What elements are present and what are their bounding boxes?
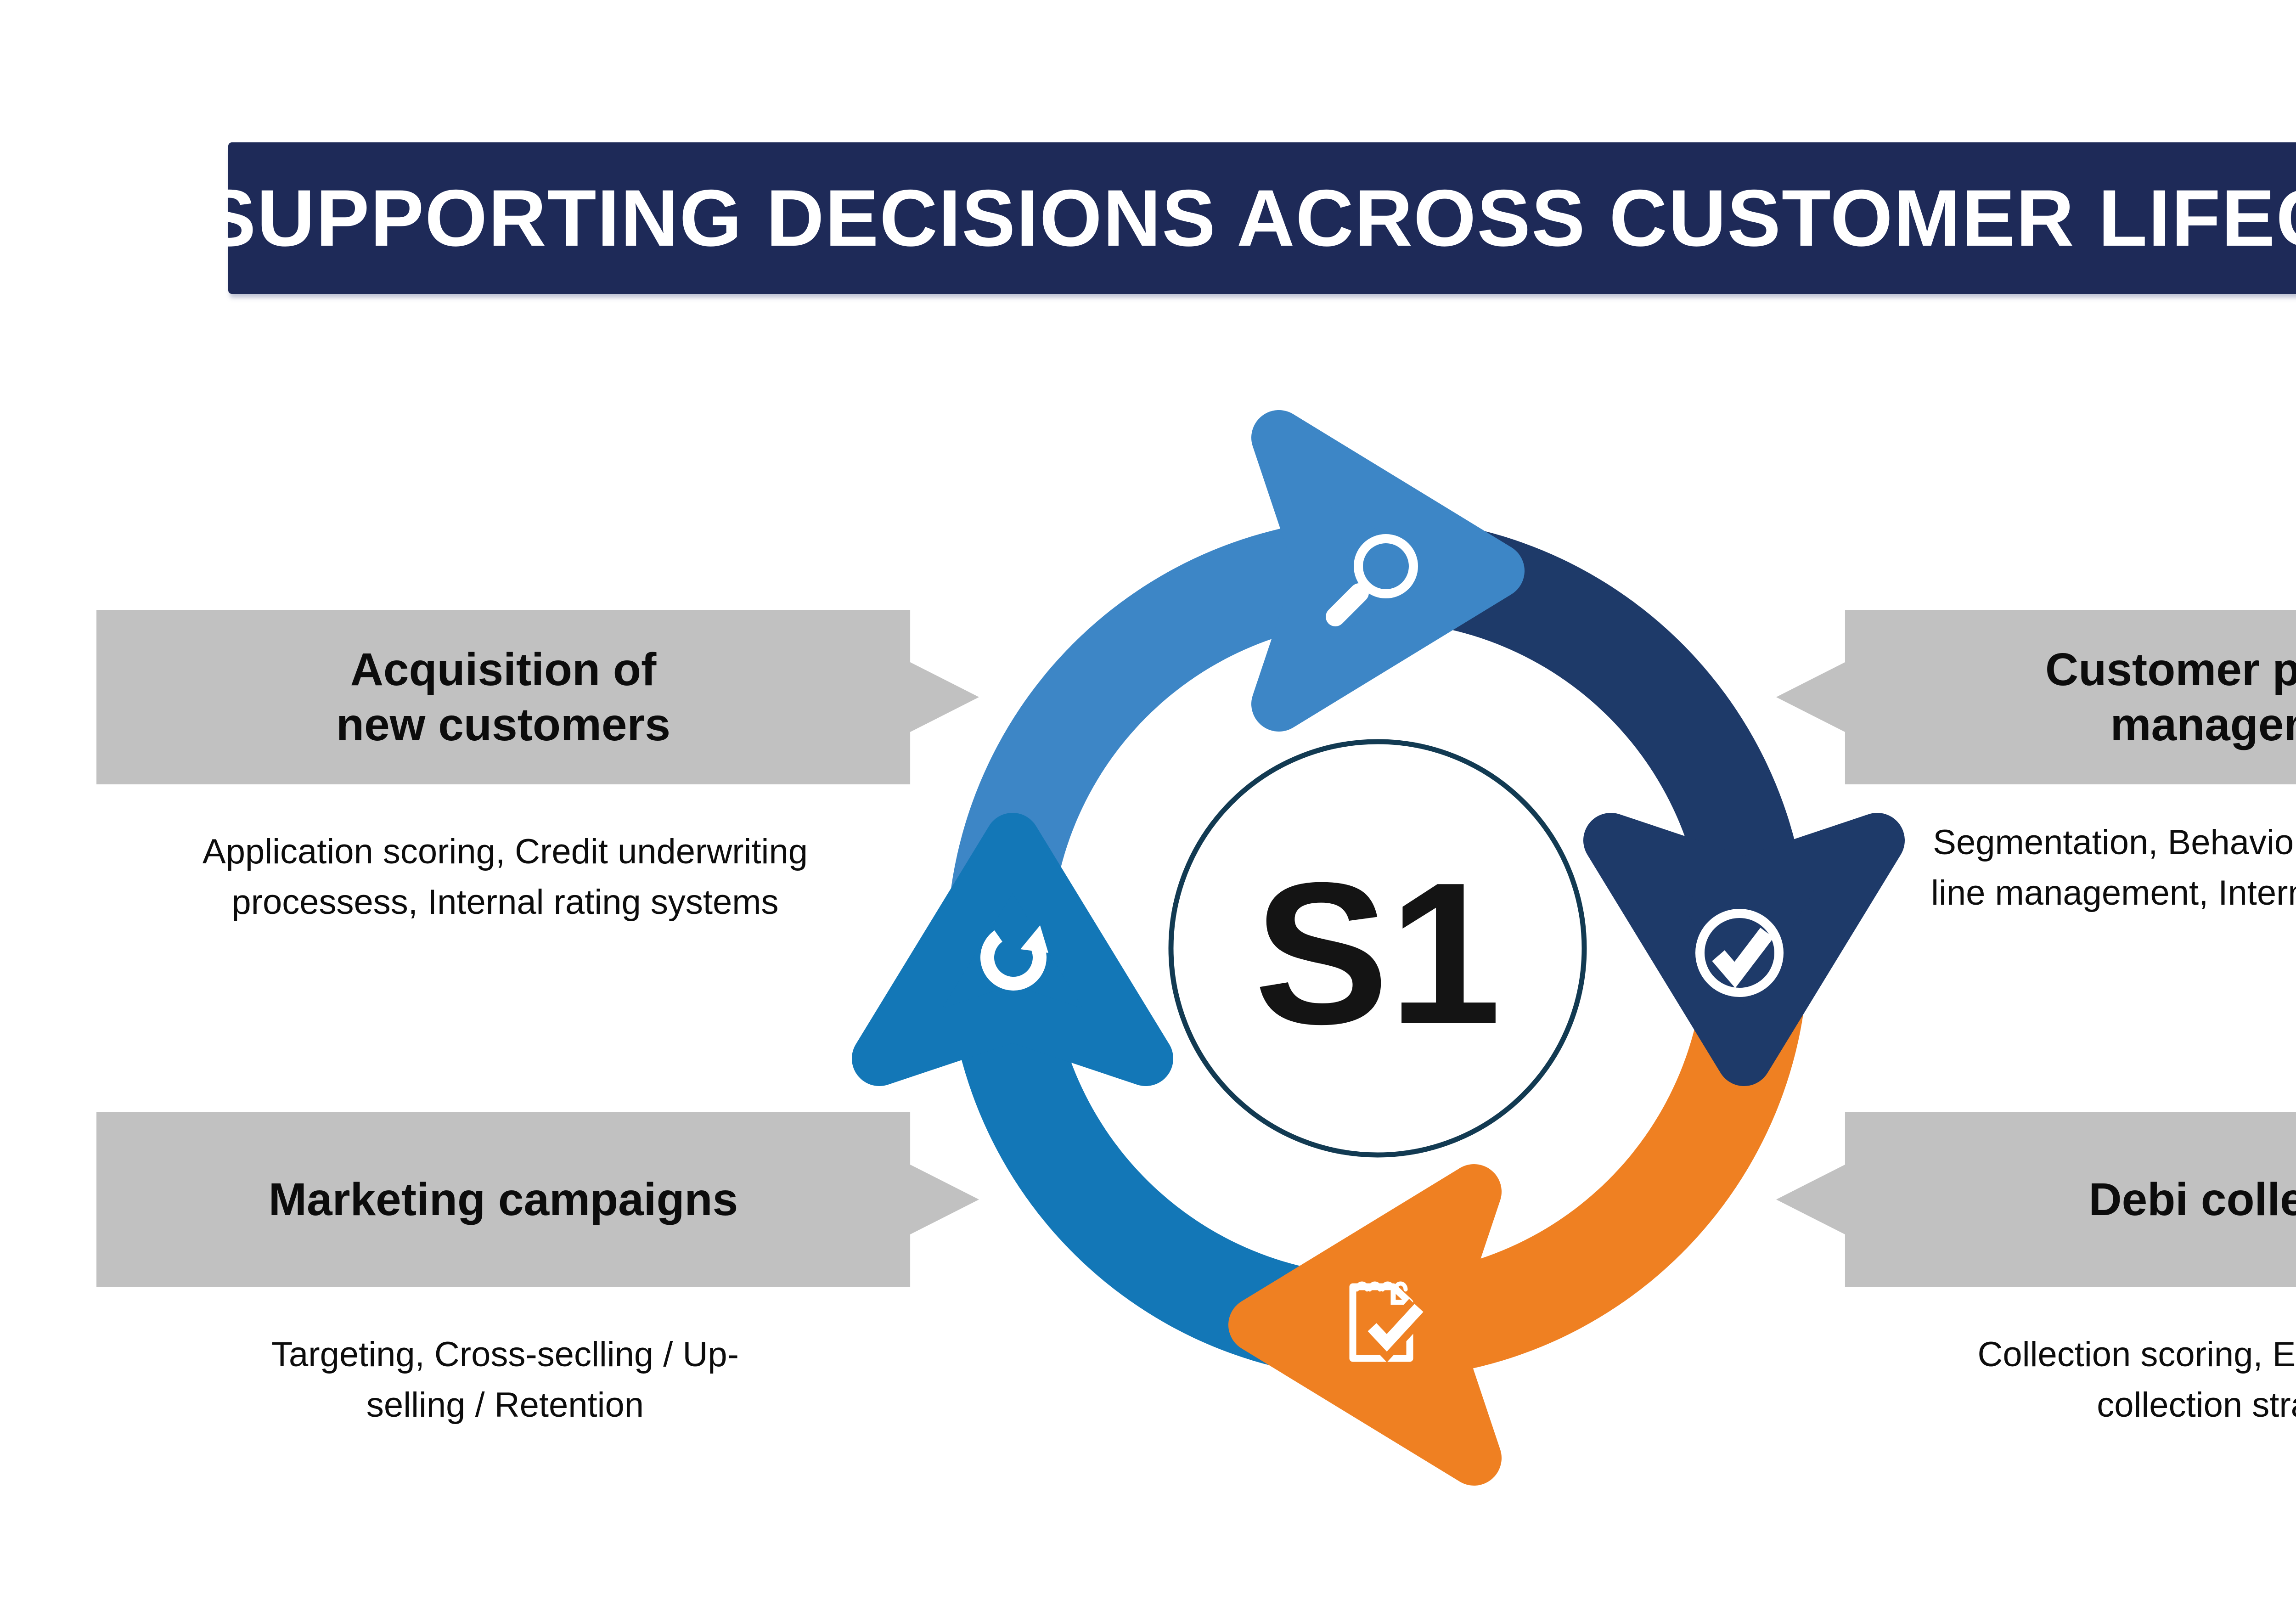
arrow-left-up-icon	[852, 813, 1173, 1086]
callout-acquisition-title: Acquisition of new customers	[336, 644, 671, 750]
segment-portfolio-arc	[1378, 518, 1808, 948]
callout-portfolio: Customer portfolio management	[1776, 610, 2296, 784]
callout-marketing-title: Marketing campaigns	[268, 1174, 738, 1225]
callout-portfolio-title: Customer portfolio management	[2045, 644, 2296, 750]
debt-collection-description: Collection scoring, Early / mid / late c…	[1977, 1335, 2296, 1425]
refresh-icon	[980, 925, 1048, 991]
check-circle-icon	[1695, 909, 1784, 997]
callout-acquisition: Acquisition of new customers	[96, 610, 979, 784]
arrow-top-right-icon	[1251, 410, 1525, 732]
title-banner: SUPPORTING DECISIONS ACROSS CUSTOMER LIF…	[203, 142, 2296, 294]
page-title: SUPPORTING DECISIONS ACROSS CUSTOMER LIF…	[202, 173, 2296, 263]
center-label: S1	[1254, 841, 1501, 1066]
arrow-bottom-left-icon	[1228, 1164, 1502, 1486]
magnifier-icon	[1326, 534, 1418, 626]
notepad-check-icon	[1349, 1281, 1429, 1363]
acquisition-description: Application scoring, Credit underwriting…	[203, 832, 808, 922]
callout-marketing: Marketing campaigns	[96, 1112, 979, 1287]
segment-debt-collection-arc	[1378, 948, 1808, 1379]
segment-acquisition-arc	[947, 518, 1378, 948]
callout-debt-collection: Debi collection	[1776, 1112, 2296, 1287]
inner-circle	[1168, 739, 1587, 1158]
callout-debt-collection-title: Debi collection	[2088, 1174, 2296, 1225]
marketing-description: Targeting, Cross-seclling / Up-selling /…	[271, 1335, 739, 1425]
portfolio-description: Segmentation, Behavioral scoring, Credit…	[1931, 823, 2296, 913]
